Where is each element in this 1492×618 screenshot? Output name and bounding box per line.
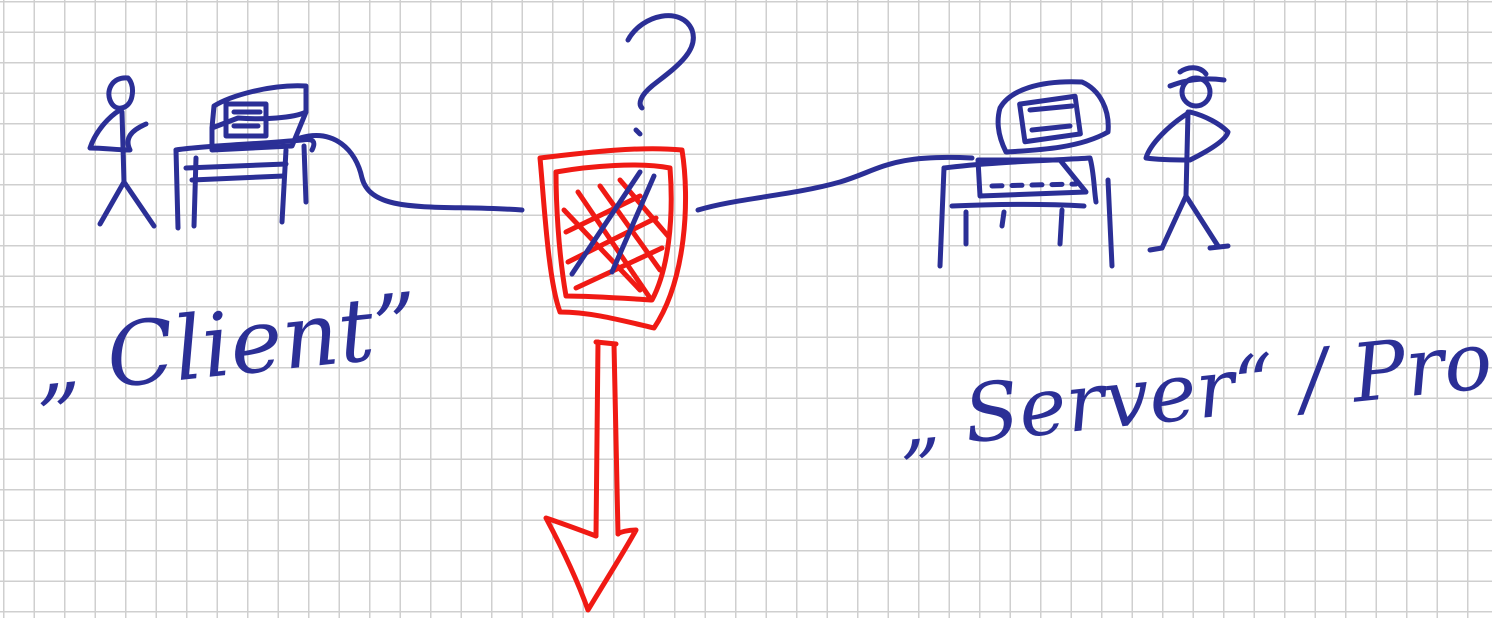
- down-arrow-icon: [543, 339, 639, 613]
- client-computer-icon: [173, 83, 317, 231]
- client-label: „ Client”: [29, 273, 424, 416]
- client-person-icon: [87, 75, 157, 229]
- unknown-intermediary-box: [537, 146, 689, 331]
- client-connection-line: [297, 133, 525, 213]
- strike-line-2: [609, 173, 657, 275]
- server-person-icon: [1143, 65, 1231, 253]
- server-computer-icon: [937, 79, 1115, 269]
- server-provider-label: „ Server“ / Provider: [893, 291, 1492, 468]
- question-mark-icon: [625, 13, 696, 137]
- server-connection-line: [695, 154, 975, 213]
- strike-line-1: [569, 169, 643, 277]
